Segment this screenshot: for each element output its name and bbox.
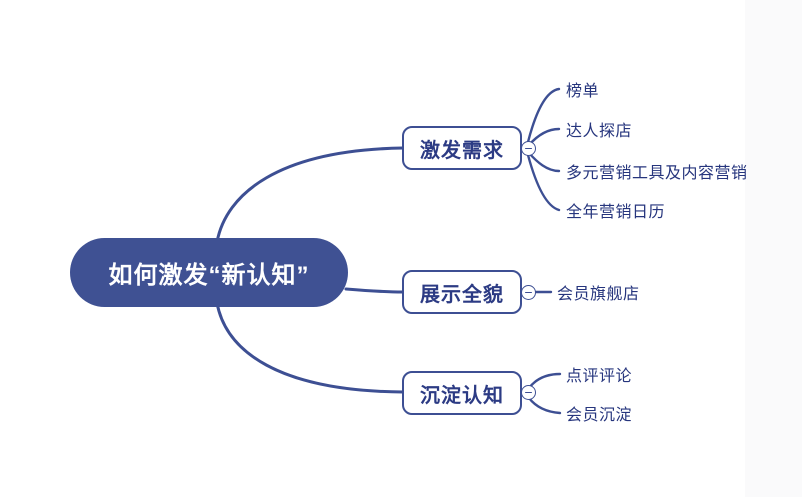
collapse-toggle-branch-3[interactable]	[521, 385, 536, 400]
branch-node-label: 激发需求	[420, 139, 504, 162]
leaf-node[interactable]: 点评评论	[566, 368, 633, 385]
branch-node-show-full-picture[interactable]: 展示全貌	[402, 270, 522, 314]
branch-node-consolidate-cognition[interactable]: 沉淀认知	[402, 371, 522, 415]
branch-node-label: 沉淀认知	[420, 384, 504, 407]
minus-icon	[525, 391, 532, 394]
leaf-node[interactable]: 多元营销工具及内容营销	[566, 165, 748, 182]
collapse-toggle-branch-2[interactable]	[521, 285, 536, 300]
leaf-node[interactable]: 会员沉淀	[566, 407, 633, 424]
root-node[interactable]: 如何激发“新认知”	[70, 238, 348, 307]
leaf-node[interactable]: 全年营销日历	[566, 204, 666, 221]
collapse-toggle-branch-1[interactable]	[521, 141, 536, 156]
minus-icon	[525, 147, 532, 150]
root-node-label: 如何激发“新认知”	[108, 262, 310, 289]
leaf-node[interactable]: 达人探店	[566, 123, 633, 140]
branch-node-label: 展示全貌	[420, 283, 504, 306]
leaf-node[interactable]: 会员旗舰店	[557, 286, 640, 303]
leaf-node[interactable]: 榜单	[566, 83, 600, 100]
canvas-edge-shade	[745, 0, 802, 497]
minus-icon	[525, 291, 532, 294]
branch-node-stimulate-demand[interactable]: 激发需求	[402, 126, 522, 170]
